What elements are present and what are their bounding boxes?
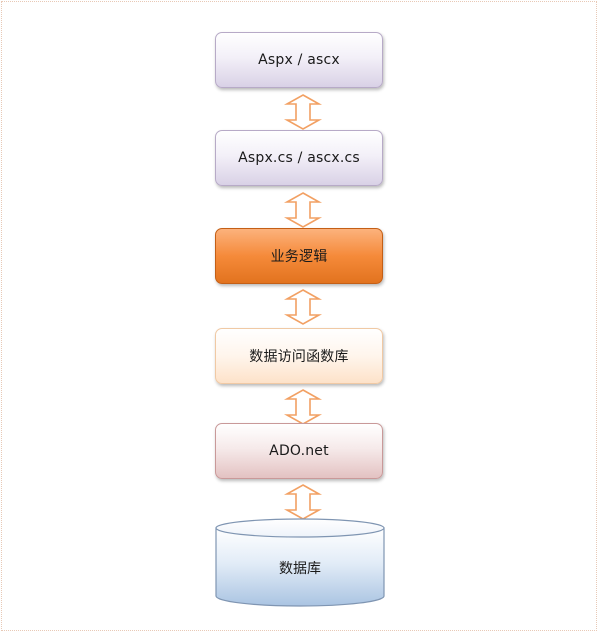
- layer-label: Aspx.cs / ascx.cs: [238, 150, 360, 166]
- double-arrow-icon: [283, 192, 323, 228]
- double-arrow-icon: [283, 94, 323, 130]
- layer-label: Aspx / ascx: [258, 52, 340, 68]
- layer-data-access-library: 数据访问函数库: [215, 328, 383, 384]
- layer-ado-net: ADO.net: [215, 423, 383, 479]
- double-arrow-icon: [283, 389, 323, 425]
- layer-aspx-cs: Aspx.cs / ascx.cs: [215, 130, 383, 186]
- double-arrow-icon: [283, 484, 323, 520]
- database-cylinder-icon: [215, 518, 385, 607]
- layer-label: ADO.net: [269, 443, 329, 459]
- layer-label: 业务逻辑: [270, 249, 328, 265]
- layer-label: 数据访问函数库: [249, 349, 349, 365]
- layer-aspx-ascx: Aspx / ascx: [215, 32, 383, 88]
- double-arrow-icon: [283, 289, 323, 325]
- layer-business-logic: 业务逻辑: [215, 228, 383, 284]
- database-label: 数据库: [279, 561, 321, 577]
